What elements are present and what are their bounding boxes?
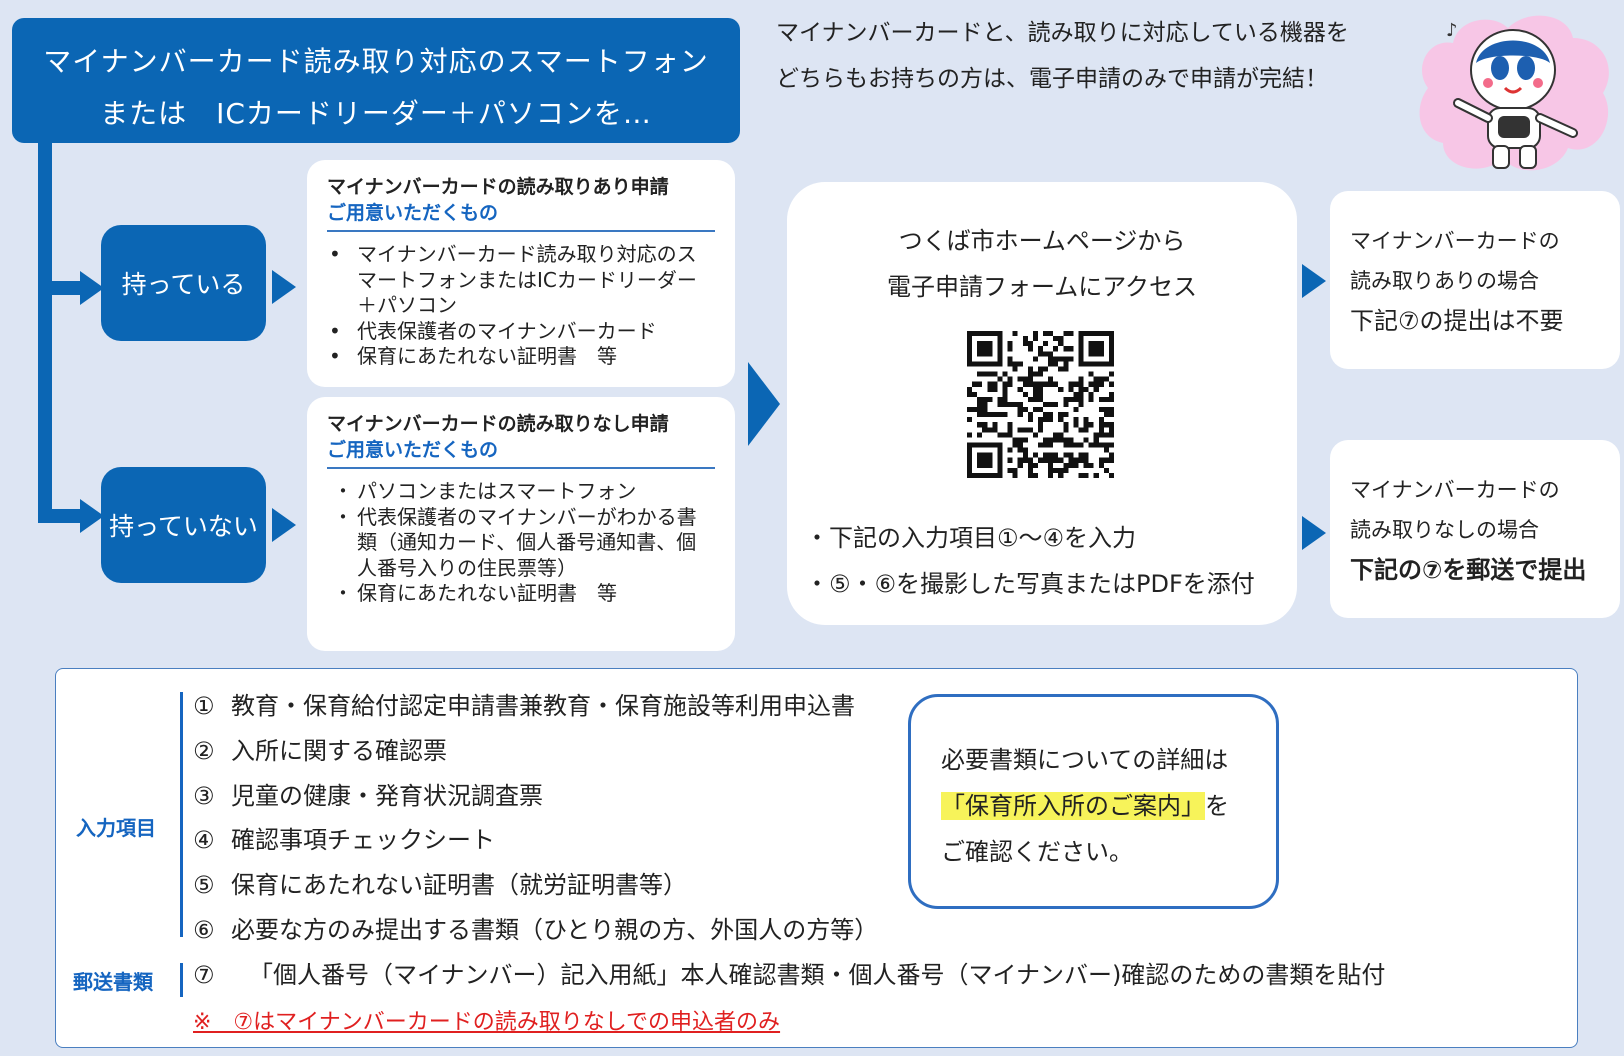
access-steps: ・下記の入力項目①～④を入力 ・⑤・⑥を撮影した写真またはPDFを添付 xyxy=(805,515,1255,607)
access-step-1: ・下記の入力項目①～④を入力 xyxy=(805,524,1137,552)
intro-line-1: マイナンバーカードと、読み取りに対応している機器を xyxy=(776,20,1349,46)
intro-text: マイナンバーカードと、読み取りに対応している機器を どちらもお持ちの方は、電子申… xyxy=(776,10,1349,102)
detail-line-3: ご確認ください。 xyxy=(941,838,1133,866)
result-with-card: マイナンバーカードの 読み取りありの場合 下記⑦の提出は不要 xyxy=(1330,191,1620,369)
without-reader-title: マイナンバーカードの読み取りなし申請 xyxy=(327,413,669,435)
header-line-2: または ICカードリーダー＋パソコンを… xyxy=(100,97,652,130)
mail-item: ⑦「個人番号（マイナンバー）記入用紙」本人確認書類・個人番号（マイナンバー)確認… xyxy=(193,961,1386,989)
branch-have-not: 持っていない xyxy=(101,467,266,583)
mail-items-bar xyxy=(180,963,183,997)
with-reader-card: マイナンバーカードの読み取りあり申請 ご用意いただくもの マイナンバーカード読み… xyxy=(307,160,735,387)
intro-line-2: どちらもお持ちの方は、電子申請のみで申請が完結！ xyxy=(776,66,1328,92)
list-item: パソコンまたはスマートフォン xyxy=(327,479,715,505)
result-without-line-1: マイナンバーカードの xyxy=(1350,478,1560,502)
list-item: 代表保護者のマイナンバーカード xyxy=(327,319,715,345)
without-reader-list: パソコンまたはスマートフォン 代表保護者のマイナンバーがわかる書類（通知カード、… xyxy=(327,479,715,607)
arrow-right-icon xyxy=(748,362,780,446)
list-item: 保育にあたれない証明書 等 xyxy=(327,344,715,370)
result-without-line-2: 読み取りなしの場合 xyxy=(1350,518,1539,542)
mascot-illustration: ♪ xyxy=(1419,15,1609,171)
access-line-2: 電子申請フォームにアクセス xyxy=(886,273,1198,301)
without-reader-subtitle: ご用意いただくもの xyxy=(327,439,499,461)
detail-line-1: 必要書類についての詳細は xyxy=(941,746,1229,774)
documents-panel xyxy=(55,668,1578,1048)
header-line-1: マイナンバーカード読み取り対応のスマートフォン xyxy=(43,45,709,78)
with-reader-list: マイナンバーカード読み取り対応のスマートフォンまたはICカードリーダー＋パソコン… xyxy=(327,242,715,370)
svg-text:♪: ♪ xyxy=(1446,20,1458,41)
with-reader-subtitle: ご用意いただくもの xyxy=(327,202,499,224)
without-reader-card: マイナンバーカードの読み取りなし申請 ご用意いただくもの パソコンまたはスマート… xyxy=(307,397,735,651)
flow-vertical-line xyxy=(38,140,52,520)
flow-branch-line-have-not xyxy=(38,509,84,523)
detail-line-2: 「保育所入所のご案内」を xyxy=(941,792,1229,820)
arrow-right-icon xyxy=(1302,516,1326,550)
arrow-right-icon xyxy=(272,508,296,542)
divider xyxy=(327,467,715,469)
input-items-bar xyxy=(180,692,183,937)
access-step-2: ・⑤・⑥を撮影した写真またはPDFを添付 xyxy=(805,570,1255,598)
result-without-card: マイナンバーカードの 読み取りなしの場合 下記の⑦を郵送で提出 xyxy=(1330,440,1620,618)
result-without-line-3: 下記の⑦を郵送で提出 xyxy=(1350,556,1587,584)
qr-code[interactable] xyxy=(967,331,1114,478)
mail-documents-label: 郵送書類 xyxy=(73,970,153,994)
access-line-1: つくば市ホームページから xyxy=(898,227,1186,255)
flow-branch-line-have xyxy=(38,281,84,295)
result-with-line-3: 下記⑦の提出は不要 xyxy=(1350,307,1564,335)
header-box: マイナンバーカード読み取り対応のスマートフォン または ICカードリーダー＋パソ… xyxy=(12,18,740,143)
arrow-right-icon xyxy=(80,499,104,533)
guide-title-highlight: 「保育所入所のご案内」 xyxy=(941,792,1205,820)
with-reader-title: マイナンバーカードの読み取りあり申請 xyxy=(327,176,669,198)
list-item: マイナンバーカード読み取り対応のスマートフォンまたはICカードリーダー＋パソコン xyxy=(327,242,715,319)
branch-have: 持っている xyxy=(101,225,266,341)
list-item: 保育にあたれない証明書 等 xyxy=(327,581,715,607)
result-with-line-2: 読み取りありの場合 xyxy=(1350,269,1539,293)
arrow-right-icon xyxy=(272,270,296,304)
input-items-label: 入力項目 xyxy=(76,816,156,840)
detail-box: 必要書類についての詳細は 「保育所入所のご案内」を ご確認ください。 xyxy=(908,694,1279,909)
mail-note: ※ ⑦はマイナンバーカードの読み取りなしでの申込者のみ xyxy=(193,1010,781,1035)
divider xyxy=(327,230,715,232)
arrow-right-icon xyxy=(1302,264,1326,298)
list-item: 代表保護者のマイナンバーがわかる書類（通知カード、個人番号通知書、個人番号入りの… xyxy=(327,505,715,582)
result-with-line-1: マイナンバーカードの xyxy=(1350,229,1560,253)
arrow-right-icon xyxy=(80,271,104,305)
